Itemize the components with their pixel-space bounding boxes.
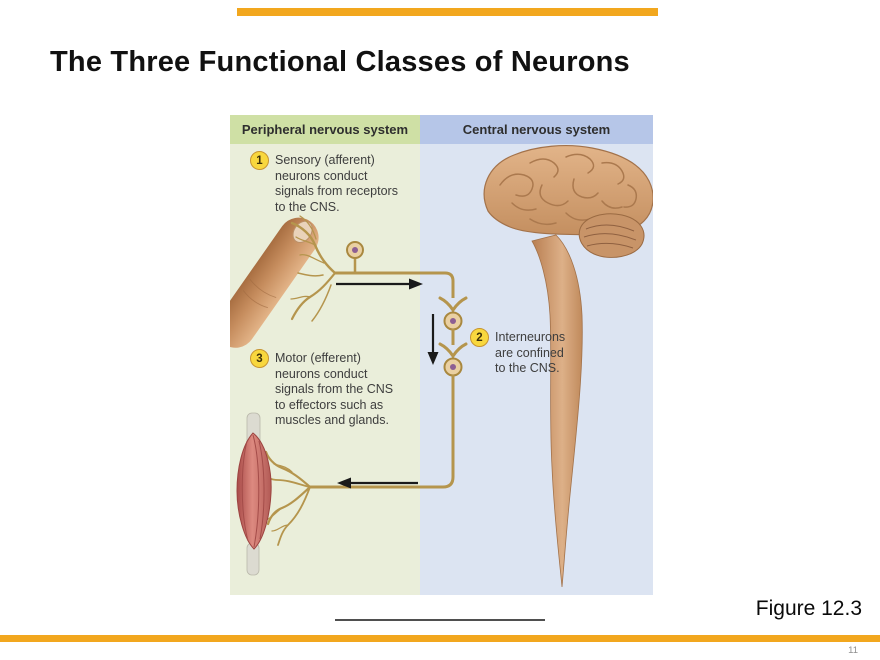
- cns-header: Central nervous system: [420, 115, 653, 144]
- pns-header-label: Peripheral nervous system: [241, 122, 409, 137]
- figure-blank-line: [335, 619, 545, 621]
- callout-sensory: 1 Sensory (afferent) neurons conduct sig…: [250, 151, 398, 215]
- callout-3-badge: 3: [250, 349, 269, 368]
- arrow-down-icon: [427, 314, 439, 365]
- top-accent-bar: [237, 8, 658, 16]
- callout-interneuron: 2 Interneurons are confined to the CNS.: [470, 328, 565, 377]
- callout-2-badge: 2: [470, 328, 489, 347]
- text-line: neurons conduct: [275, 366, 368, 381]
- arrow-right-icon: [336, 278, 423, 290]
- text-line: signals from the CNS: [275, 382, 394, 396]
- text-line: are confined: [495, 345, 564, 360]
- neuron-diagram: [230, 144, 653, 588]
- sensory-soma: [346, 241, 364, 259]
- text-line: to the CNS.: [495, 361, 560, 375]
- cns-header-label: Central nervous system: [462, 122, 611, 137]
- page-number: 11: [848, 645, 858, 656]
- pns-header: Peripheral nervous system: [230, 115, 420, 144]
- text-line: neurons conduct: [275, 168, 368, 183]
- text-line: muscles and glands.: [275, 413, 389, 427]
- figure-panel: Peripheral nervous system Central nervou…: [230, 115, 653, 595]
- sensory-neuron-axon: [335, 259, 455, 298]
- finger-illustration: [230, 217, 319, 348]
- arrow-left-icon: [337, 477, 418, 489]
- text-line: to effectors such as: [275, 397, 384, 412]
- text-line: to the CNS.: [275, 199, 340, 214]
- spinal-cord-illustration: [531, 234, 583, 588]
- figure-label: Figure 12.3: [755, 597, 862, 620]
- text-line: Interneurons: [495, 330, 566, 344]
- text-line: signals from receptors: [275, 184, 398, 198]
- interneuron-2: [438, 342, 468, 377]
- callout-sensory-text: Sensory (afferent) neurons conduct signa…: [275, 153, 398, 215]
- callout-motor: 3 Motor (efferent) neurons conduct signa…: [250, 349, 393, 429]
- interneuron-1: [438, 296, 468, 345]
- text-line: Motor (efferent): [275, 351, 361, 365]
- motor-axon: [310, 375, 455, 489]
- callout-1-badge: 1: [250, 151, 269, 170]
- brain-illustration: [483, 144, 653, 258]
- slide-title: The Three Functional Classes of Neurons: [50, 46, 630, 78]
- muscle-illustration: [236, 412, 272, 576]
- sensory-dendrites: [290, 215, 337, 322]
- callout-interneuron-text: Interneurons are confined to the CNS.: [495, 330, 565, 377]
- text-line: Sensory (afferent): [275, 153, 375, 167]
- callout-motor-text: Motor (efferent) neurons conduct signals…: [275, 351, 393, 429]
- bottom-accent-bar: [0, 635, 880, 642]
